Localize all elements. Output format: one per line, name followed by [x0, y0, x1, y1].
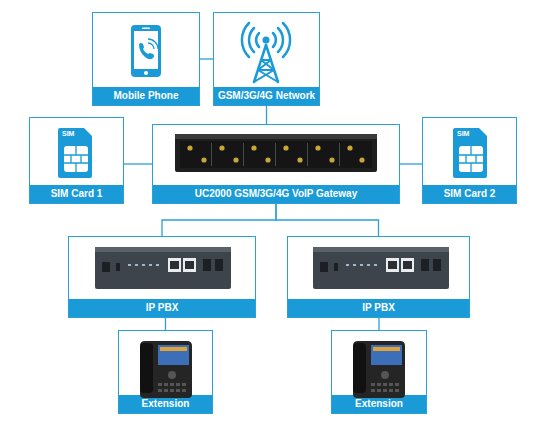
connector-line [165, 318, 166, 330]
node-label: Mobile Phone [93, 87, 199, 105]
node-label: IP PBX [69, 299, 255, 317]
node-label: GSM/3G/4G Network [214, 87, 319, 105]
connector-line [400, 163, 422, 164]
node-label: SIM Card 1 [30, 185, 123, 203]
gateway-device-icon [175, 134, 377, 172]
node-label: SIM Card 2 [423, 185, 516, 203]
mobile-phone-box: Mobile Phone [92, 12, 200, 106]
cell-tower-icon [242, 23, 290, 82]
connector-line [162, 204, 276, 236]
extension-box: Extension [118, 330, 213, 414]
ip-pbx-device-icon [313, 247, 449, 289]
sim-label: SIM [62, 130, 74, 138]
connector-line [276, 204, 379, 236]
ip-phone-icon [140, 341, 192, 398]
node-label: Extension [332, 395, 426, 413]
sim-card-icon [453, 128, 487, 178]
node-label: IP PBX [288, 299, 469, 317]
connector-line [124, 163, 152, 164]
network-box: GSM/3G/4G Network [213, 12, 320, 106]
connector-line [266, 106, 267, 124]
ip-pbx-box: IP PBX [68, 236, 256, 318]
gateway-box: UC2000 GSM/3G/4G VoIP Gateway [152, 124, 400, 204]
sim-label: SIM [457, 130, 469, 138]
sim-card-icon [58, 128, 92, 178]
connector-line [200, 58, 213, 59]
ip-pbx-box: IP PBX [287, 236, 470, 318]
extension-box: Extension [331, 330, 427, 414]
connector-line [378, 318, 379, 330]
mobile-phone-icon [131, 25, 161, 77]
node-label: Extension [119, 395, 212, 413]
ip-phone-icon [353, 341, 405, 398]
sim-card-box: SIM Card 2 [422, 117, 517, 204]
sim-card-box: SIM Card 1 [29, 117, 124, 204]
ip-pbx-device-icon [95, 247, 231, 289]
node-label: UC2000 GSM/3G/4G VoIP Gateway [153, 185, 399, 203]
